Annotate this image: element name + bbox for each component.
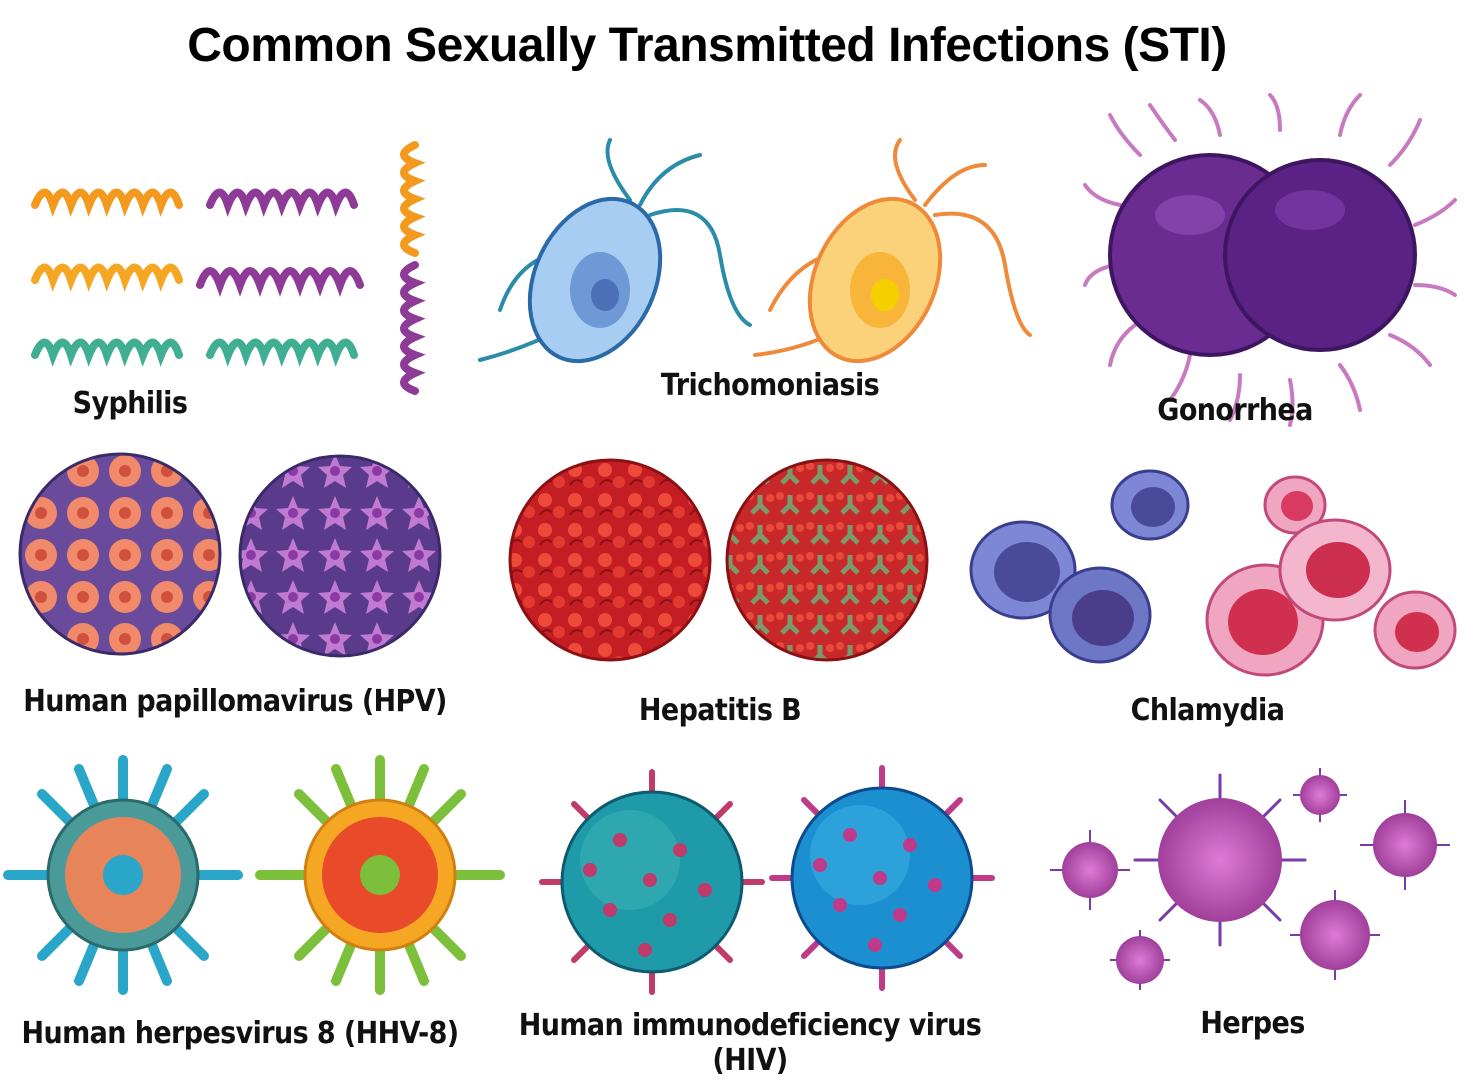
hpv-label: Human papillomavirus (HPV) [23, 684, 447, 719]
trichomoniasis-label: Trichomoniasis [660, 368, 880, 403]
hhv8-label: Human herpesvirus 8 (HHV-8) [21, 1016, 460, 1051]
trichomoniasis-illustration [478, 138, 1032, 364]
spirochete-purple-2 [196, 267, 364, 297]
spirochete-orange-3 [400, 141, 426, 257]
hpv-particle-orange [18, 452, 222, 656]
diplococcus-right [1223, 158, 1417, 352]
gonorrhea-illustration [1083, 93, 1457, 427]
spirochete-orange-1 [31, 188, 183, 217]
herpes-panel: Herpes [1045, 765, 1460, 1060]
hiv-label: Human immunodeficiency virus (HIV) [518, 1008, 982, 1078]
hhv8-illustration [3, 755, 505, 995]
chlamydia-cells-pink [1205, 475, 1457, 677]
chlamydia-label: Chlamydia [1130, 693, 1285, 728]
hepatitis-b-illustration [508, 458, 929, 662]
spirochete-green-2 [206, 338, 358, 367]
page-title: Common Sexually Transmitted Infections (… [187, 19, 1227, 72]
spirochete-purple-1 [206, 188, 358, 217]
spirochete-orange-2 [31, 263, 183, 292]
herpes-label: Herpes [1200, 1006, 1305, 1041]
syphilis-panel: Syphilis [20, 130, 460, 430]
syphilis-label: Syphilis [72, 386, 188, 421]
hepatitis-b-label: Hepatitis B [638, 693, 802, 728]
gonorrhea-label: Gonorrhea [1157, 393, 1313, 428]
hepatitis-b-panel: Hepatitis B [505, 458, 935, 740]
trichomoniasis-panel: Trichomoniasis [470, 130, 1050, 420]
hpv-panel: Human papillomavirus (HPV) [18, 450, 450, 730]
hiv-panel: Human immunodeficiency virus (HIV) [519, 760, 1020, 1078]
gonorrhea-panel: Gonorrhea [1080, 93, 1460, 435]
hpv-illustration [18, 452, 442, 658]
spirochete-green-1 [31, 338, 183, 367]
hhv8-panel: Human herpesvirus 8 (HHV-8) [3, 750, 505, 1060]
hepatitis-b-particle-mixed [725, 458, 929, 662]
hpv-particle-purple [238, 454, 442, 658]
spirochete-purple-3 [400, 261, 426, 395]
herpes-illustration [1050, 768, 1450, 990]
hepatitis-b-particle-red [508, 458, 712, 662]
chlamydia-panel: Chlamydia [965, 469, 1460, 740]
hiv-virion-teal [539, 769, 765, 995]
hiv-illustration [539, 765, 995, 995]
chlamydia-cells-blue [969, 469, 1190, 664]
syphilis-illustration [31, 141, 426, 395]
hiv-virion-blue [769, 765, 995, 991]
chlamydia-illustration [969, 469, 1457, 677]
